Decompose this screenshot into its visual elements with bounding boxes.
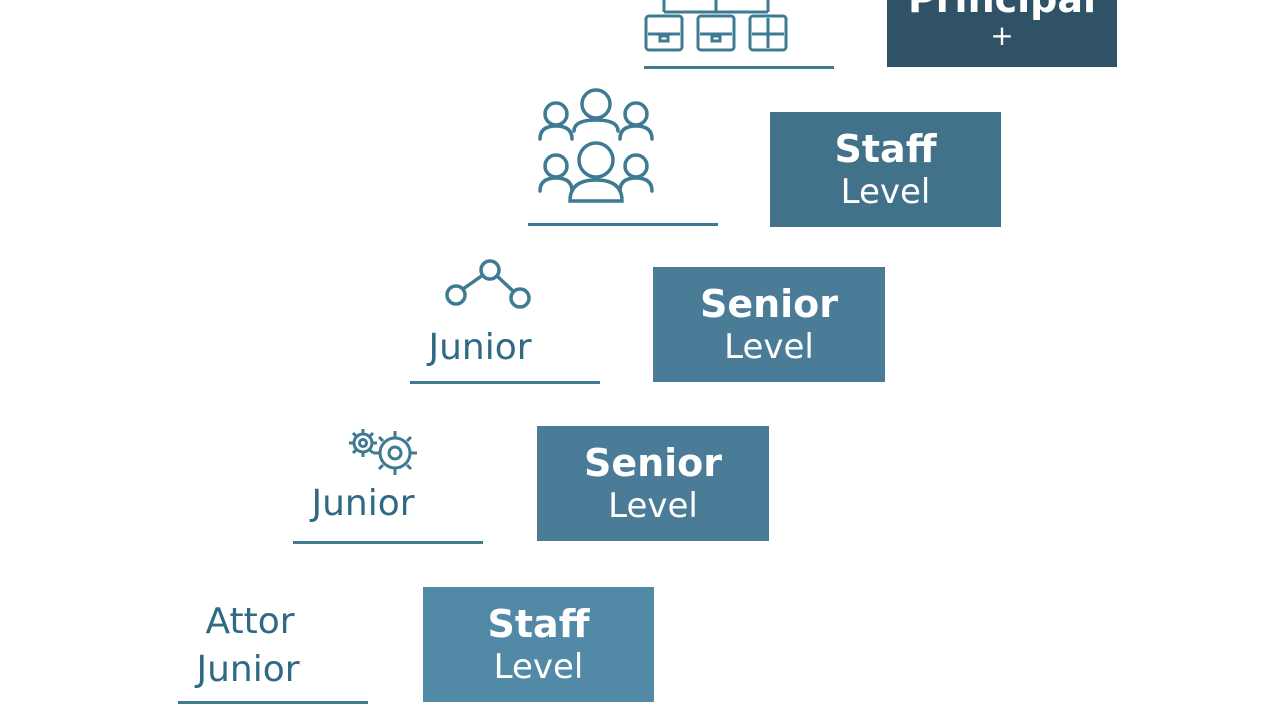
step-3-title: Senior — [699, 281, 839, 326]
step-5-left-label-line1: Attor — [205, 601, 295, 642]
gears-icon — [345, 425, 423, 479]
step-4-left-label: Junior — [311, 483, 415, 524]
step-1-subtitle: + — [990, 18, 1014, 52]
step-2-title: Staff — [834, 126, 937, 171]
step-2-box: Staff Level — [770, 112, 1001, 227]
step-3-underline — [410, 381, 600, 384]
step-3-subtitle: Level — [724, 326, 814, 367]
step-3-left-label: Junior — [428, 327, 532, 368]
step-5-underline — [178, 701, 368, 704]
step-4-subtitle: Level — [608, 485, 698, 526]
step-1-title: Principal — [908, 0, 1096, 21]
step-4-title: Senior — [583, 440, 723, 485]
team-group-icon — [530, 84, 662, 208]
step-3-box: Senior Level — [653, 267, 885, 382]
org-chart-icon — [640, 0, 796, 58]
step-4-box: Senior Level — [537, 426, 769, 541]
network-nodes-icon — [442, 258, 536, 314]
step-5-title: Staff — [487, 601, 590, 646]
step-5-box: Staff Level — [423, 587, 654, 702]
step-2-underline — [528, 223, 718, 226]
step-4-underline — [293, 541, 483, 544]
step-1-underline — [644, 66, 834, 69]
step-5-subtitle: Level — [493, 646, 584, 687]
step-2-subtitle: Level — [840, 171, 931, 212]
step-1-box: Principal + — [887, 0, 1117, 67]
step-5-left-label-line2: Junior — [196, 649, 300, 690]
